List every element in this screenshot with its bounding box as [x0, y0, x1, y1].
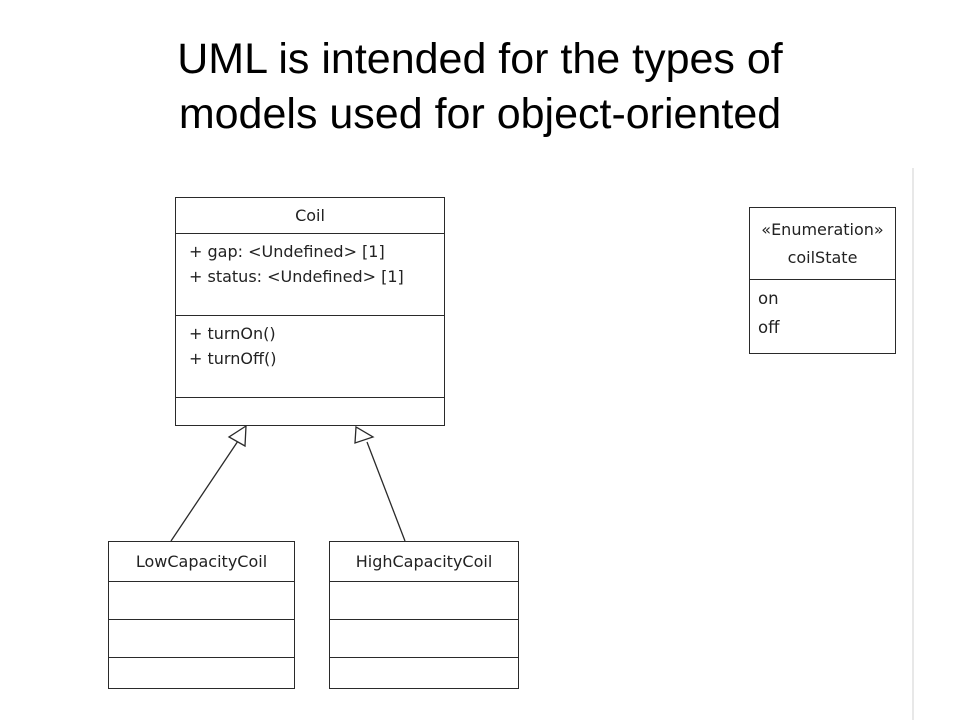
- class-coil-attributes: + gap: <Undefined> [1] + status: <Undefi…: [176, 233, 444, 315]
- class-high-capacity-coil-operations: [330, 619, 518, 657]
- class-low-capacity-coil-name: LowCapacityCoil: [135, 552, 268, 571]
- enumeration-stereotype: «Enumeration»: [761, 220, 884, 239]
- class-low-capacity-coil-attributes: [109, 581, 294, 619]
- class-low-capacity-coil-operations: [109, 619, 294, 657]
- class-high-capacity-coil[interactable]: HighCapacityCoil: [329, 541, 519, 689]
- class-coil-extra-compartment: [176, 397, 444, 425]
- slide-edge-divider: [912, 168, 914, 720]
- class-coil[interactable]: Coil + gap: <Undefined> [1] + status: <U…: [175, 197, 445, 426]
- enumeration-name: coilState: [787, 248, 858, 267]
- generalization-arrowhead-high[interactable]: [354, 425, 375, 444]
- enumeration-header: «Enumeration» coilState: [750, 208, 895, 279]
- class-high-capacity-coil-extra-compartment: [330, 657, 518, 688]
- class-high-capacity-coil-name: HighCapacityCoil: [355, 552, 493, 571]
- class-coil-operations: + turnOn() + turnOff(): [176, 315, 444, 397]
- class-coil-name: Coil: [295, 206, 325, 225]
- generalization-line-low-to-coil[interactable]: [170, 440, 239, 542]
- class-low-capacity-coil[interactable]: LowCapacityCoil: [108, 541, 295, 689]
- slide-title-line-2: models used for object-oriented: [178, 90, 782, 138]
- enumeration-literal-on[interactable]: on: [758, 289, 779, 308]
- enumeration-literal-off[interactable]: off: [758, 318, 780, 337]
- slide-title: UML is intended for the types of models …: [0, 32, 960, 142]
- generalization-arrowhead-low[interactable]: [227, 424, 247, 448]
- operation-turn-off[interactable]: + turnOff(): [189, 349, 277, 368]
- slide-title-line-1: UML is intended for the types of: [177, 35, 783, 83]
- enumeration-coil-state[interactable]: «Enumeration» coilState on off: [749, 207, 896, 354]
- enumeration-literals: on off: [750, 279, 895, 353]
- operation-turn-on[interactable]: + turnOn(): [189, 324, 276, 343]
- generalization-line-high-to-coil[interactable]: [366, 441, 406, 542]
- attribute-status[interactable]: + status: <Undefined> [1]: [189, 267, 404, 286]
- class-high-capacity-coil-attributes: [330, 581, 518, 619]
- class-low-capacity-coil-extra-compartment: [109, 657, 294, 688]
- attribute-gap[interactable]: + gap: <Undefined> [1]: [189, 242, 385, 261]
